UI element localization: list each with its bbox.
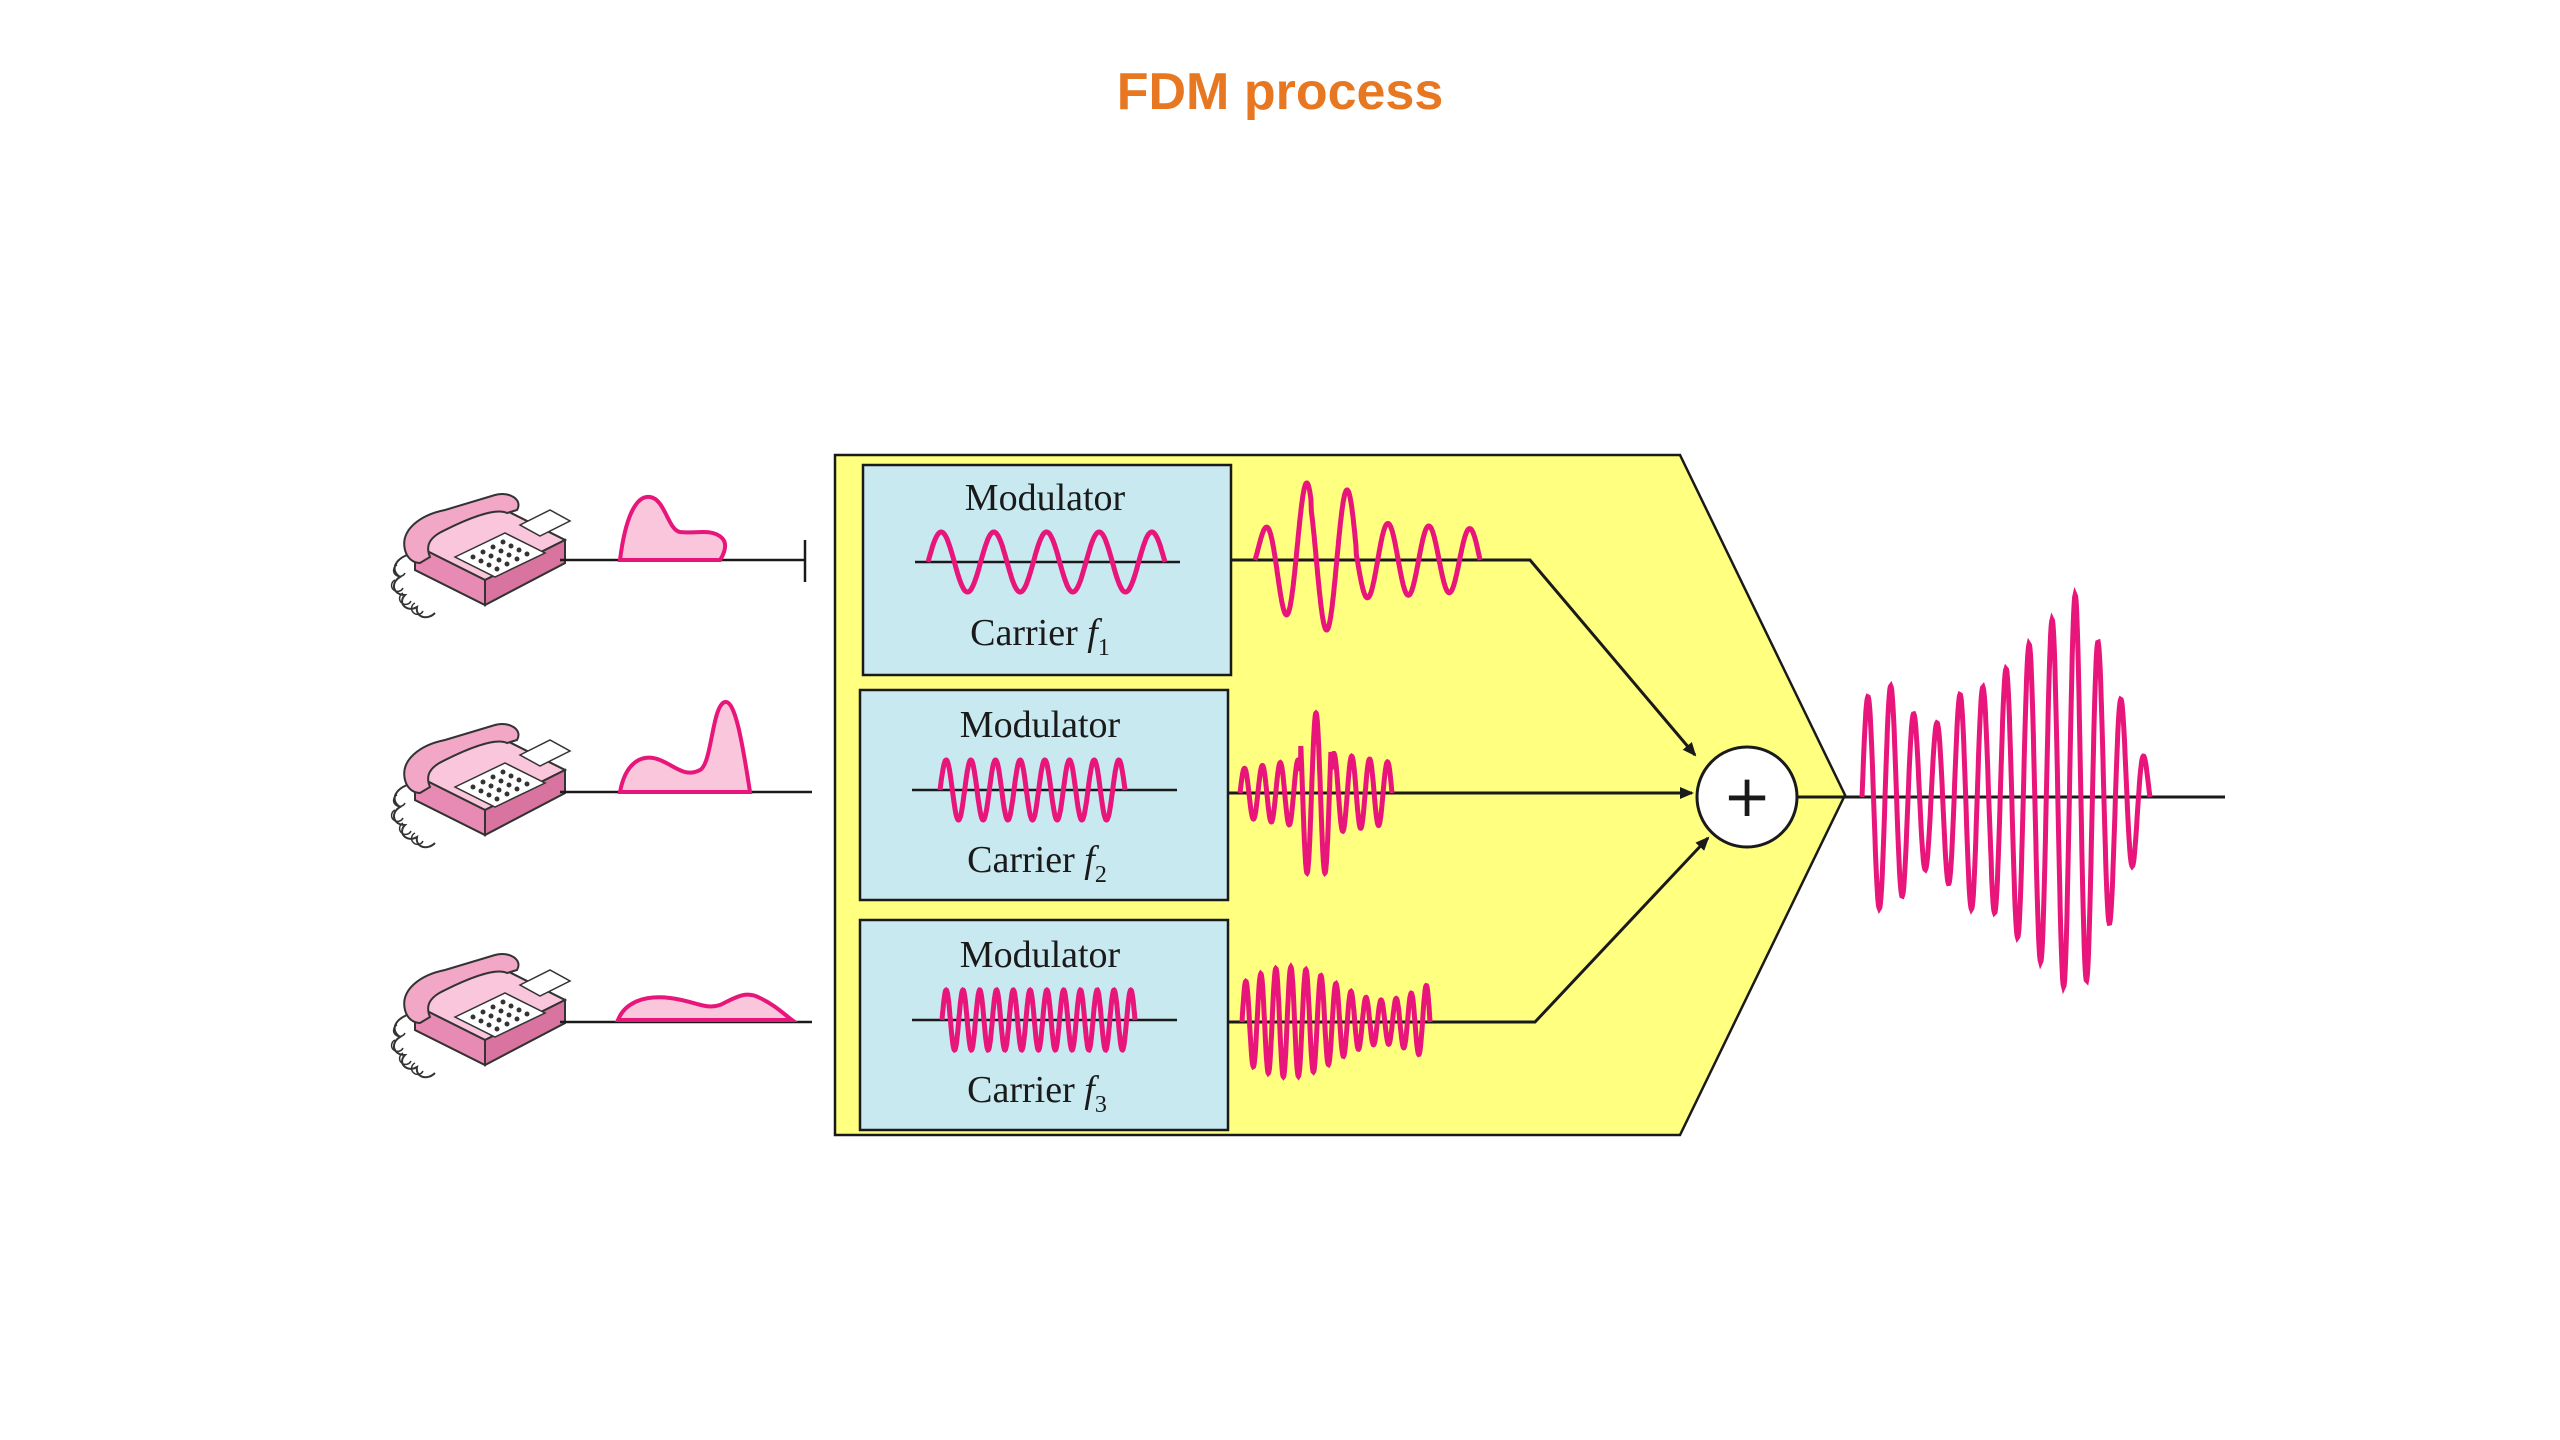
carrier-wave-1 (925, 529, 1168, 595)
summing-symbol: + (1723, 762, 1772, 830)
modulator-label-1: Modulator (965, 477, 1126, 519)
modulated-signal-1 (1252, 480, 1483, 633)
modulated-signal-3 (1239, 962, 1433, 1081)
carrier-wave-2 (937, 757, 1128, 823)
modulated-line-1 (1231, 558, 1697, 757)
telephone-icon (390, 953, 571, 1079)
modulator-box-2 (858, 688, 1230, 902)
baseband-signal-1 (617, 494, 728, 562)
baseband-signal-3 (615, 992, 799, 1022)
page-title: FDM process (1116, 63, 1444, 121)
carrier-wave-3 (939, 986, 1138, 1054)
modulator-label-2: Modulator (960, 704, 1121, 746)
modulator-label-3: Modulator (960, 934, 1121, 976)
carrier-label-1: Carrier f1 (970, 612, 1110, 661)
telephone-icon (390, 493, 571, 619)
modulated-signal-2 (1237, 709, 1395, 878)
carrier-label-2: Carrier f2 (967, 839, 1107, 888)
telephone-icon (390, 723, 571, 849)
modulator-box-1 (861, 463, 1233, 677)
carrier-label-3: Carrier f3 (967, 1069, 1107, 1118)
baseband-signal-2 (617, 700, 753, 794)
composite-signal (1859, 586, 2153, 995)
